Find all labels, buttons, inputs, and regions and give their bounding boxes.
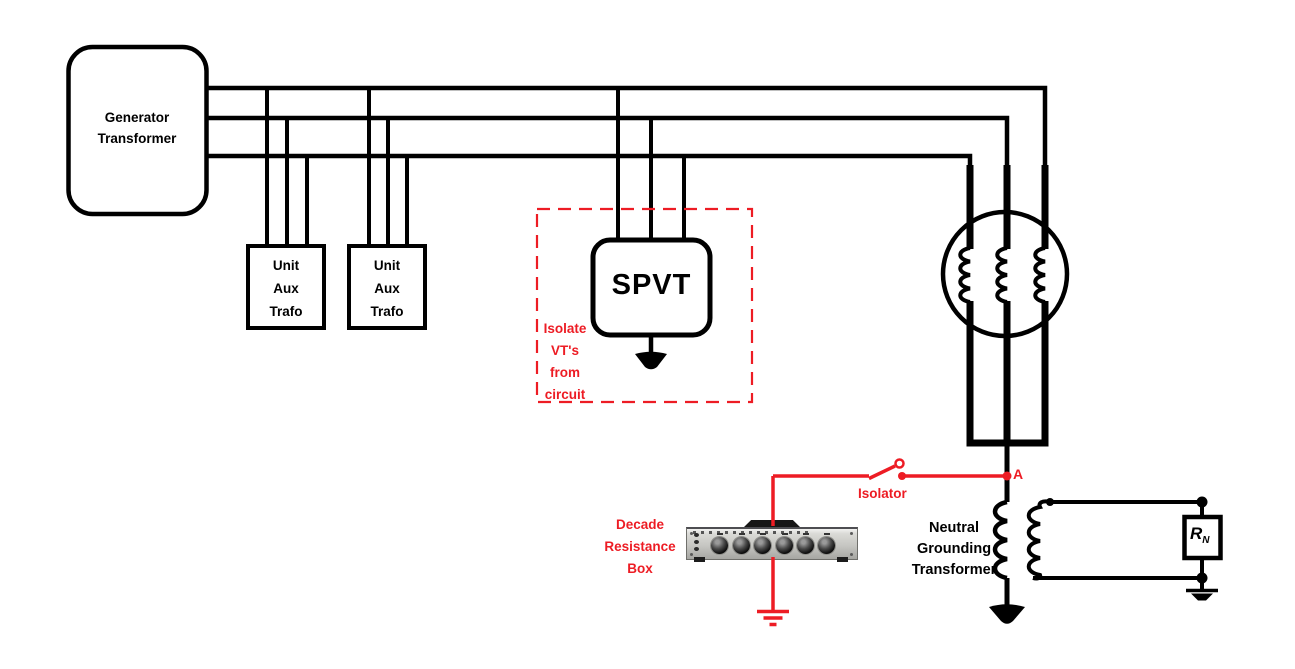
decade-resistance-box-label: Decade Resistance Box: [604, 517, 676, 576]
spvt-label: SPVT: [611, 269, 692, 301]
rotary-knob: [797, 537, 814, 554]
dial-mark: [717, 533, 723, 535]
binding-post: [694, 540, 699, 544]
point-a-label: A: [1013, 466, 1024, 482]
isolate-vts-note: Isolate VT's from circuit: [543, 321, 587, 402]
screw: [850, 532, 853, 535]
phase-bus-wires: [206, 85, 1049, 447]
instrument-foot: [837, 557, 848, 562]
spvt-ground-icon: [635, 335, 667, 370]
rn-symbol: R: [1190, 524, 1203, 543]
decade-box-ground-icon: [757, 609, 789, 627]
generator-icon: [940, 209, 1070, 339]
dial-mark: [760, 533, 766, 535]
rn-ground-icon: [1186, 578, 1218, 601]
screw: [690, 532, 693, 535]
rn-loop-wires: [1033, 500, 1204, 580]
generator-transformer-label: Generator Transformer: [97, 110, 177, 146]
rn-subscript: N: [1202, 535, 1210, 546]
panel-label-strip: [693, 531, 813, 534]
rotary-knob: [754, 537, 771, 554]
decade-resistance-box-image: [686, 520, 858, 562]
dial-mark: [739, 533, 745, 535]
point-a-dot: [1002, 471, 1012, 481]
screw: [850, 553, 853, 556]
binding-post: [694, 547, 699, 551]
unit-aux-trafo-2-label: Unit Aux Trafo: [370, 258, 404, 319]
isolator-label: Isolator: [858, 486, 907, 501]
binding-post: [694, 533, 699, 537]
junction-dot: [1196, 496, 1208, 508]
unit-aux-trafo-1-label: Unit Aux Trafo: [269, 258, 303, 319]
instrument-front-panel: [686, 527, 858, 560]
neutral-grounding-transformer-label: Neutral Grounding Transformer: [911, 520, 997, 578]
instrument-foot: [694, 557, 705, 562]
screw: [690, 553, 693, 556]
ngt-secondary-coil: [1026, 498, 1054, 581]
rotary-knob: [711, 537, 728, 554]
rn-resistor-label: RN: [1190, 524, 1220, 546]
ngt-ground-icon: [989, 604, 1025, 624]
dial-mark: [824, 533, 830, 535]
rotary-knob: [776, 537, 793, 554]
rotary-knob: [733, 537, 750, 554]
generator-winding-coils: [958, 246, 1046, 304]
spvt-tap-wires: [616, 88, 686, 240]
dial-mark: [803, 533, 809, 535]
isolator-switch-icon: [773, 458, 1003, 481]
junction-dot: [1196, 572, 1208, 584]
rotary-knob: [818, 537, 835, 554]
unit-aux-tap-wires: [265, 88, 409, 246]
dial-mark: [782, 533, 788, 535]
